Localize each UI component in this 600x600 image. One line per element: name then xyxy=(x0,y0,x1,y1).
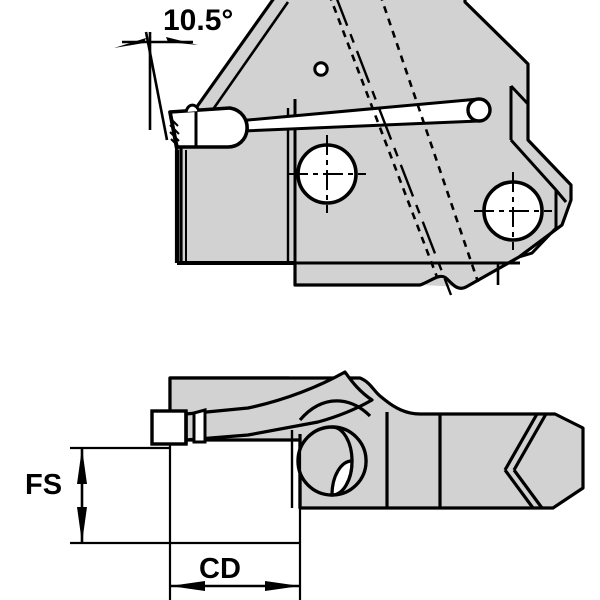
grooving-insert-top xyxy=(168,106,249,149)
cd-arrow-left xyxy=(170,581,205,591)
coolant-groove-notch xyxy=(419,274,467,290)
angle-dimension-group: 10.5° xyxy=(114,4,233,141)
section-centerline xyxy=(336,0,453,296)
hidden-coolant-channel-1 xyxy=(329,0,439,278)
mounting-hole-front-centerline xyxy=(288,135,366,213)
top-profile-fillet xyxy=(298,399,372,422)
fs-arrow-bottom xyxy=(77,507,87,543)
top-view: 10.5° xyxy=(114,0,573,296)
shoulder-lower-fillet xyxy=(518,226,558,259)
fs-arrow-top xyxy=(77,448,87,484)
angle-arrow-right xyxy=(166,37,198,45)
insert-left-flank-edge xyxy=(168,111,179,151)
rear-chamfer-line-2 xyxy=(503,469,535,509)
angle-dimension-text: 10.5° xyxy=(163,4,233,37)
top-chamfer-line xyxy=(205,1,290,119)
coolant-outlet-hole-icon xyxy=(313,61,329,77)
cd-arrow-right xyxy=(265,581,300,591)
cd-dimension-text: CD xyxy=(199,553,241,585)
side-through-hole-bore xyxy=(330,459,354,497)
insert-top-bump xyxy=(184,103,201,113)
insert-side-chamfer xyxy=(192,408,207,444)
fs-dimension-group: FS xyxy=(25,446,300,545)
rear-chamfer-line-4 xyxy=(512,469,544,509)
side-view: FS CD xyxy=(25,370,585,600)
angle-arrow-left xyxy=(114,38,146,48)
hidden-coolant-channel-2 xyxy=(380,0,480,283)
cd-dimension-group: CD xyxy=(168,435,302,600)
rear-chamfer-line-1 xyxy=(503,413,539,471)
mounting-hole-rear-centerline xyxy=(474,172,552,250)
shoulder-step-line-upper xyxy=(509,84,530,106)
grooving-insert-side xyxy=(150,409,188,446)
fs-dimension-text: FS xyxy=(25,469,62,501)
clamping-finger xyxy=(184,370,374,442)
angle-measured-line xyxy=(144,31,169,141)
clamp-slot-end-hole xyxy=(466,97,492,123)
rear-chamfer-line-3 xyxy=(512,413,548,471)
